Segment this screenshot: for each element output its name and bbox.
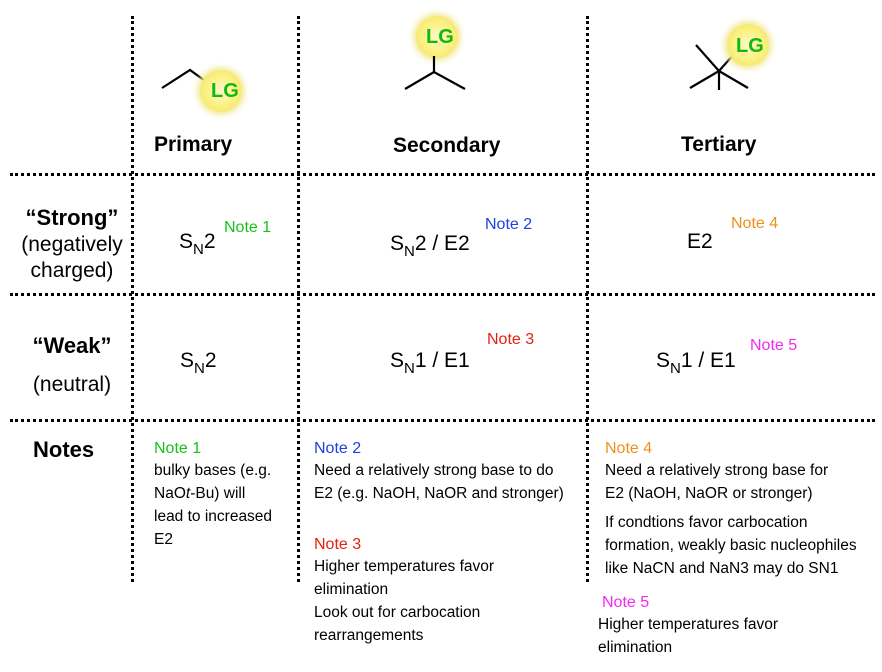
cell-weak-secondary-note: Note 3 [487, 331, 535, 348]
note4-line2: E2 (NaOH, NaOR or stronger) [605, 485, 813, 502]
note4-block: Note 4 Need a relatively strong base for… [605, 440, 880, 580]
primary-lg-highlight [200, 70, 242, 112]
row-label-weak-line2: (neutral) [32, 373, 112, 396]
note1-line4: E2 [154, 531, 173, 548]
grid-line-vertical-3 [586, 16, 589, 582]
note2-line1: Need a relatively strong base to do [314, 462, 554, 479]
note2-line2: E2 (e.g. NaOH, NaOR and stronger) [314, 485, 564, 502]
note3-line3: Look out for carbocation [314, 604, 481, 621]
note1-line2: NaOt-Bu) will [154, 485, 246, 502]
grid-line-vertical-2 [297, 16, 300, 582]
cell-weak-secondary: SN1 / E1 [390, 349, 470, 377]
note5-block: Note 5 Higher temperatures favor elimina… [598, 594, 873, 659]
note4-title: Note 4 [605, 440, 653, 457]
note3-line4: rearrangements [314, 627, 424, 644]
note2-title: Note 2 [314, 440, 362, 457]
column-header-tertiary: Tertiary [681, 133, 757, 156]
grid-line-horizontal-3 [10, 419, 875, 422]
note5-title: Note 5 [602, 594, 650, 611]
grid-line-horizontal-1 [10, 173, 875, 176]
row-label-weak: “Weak” (neutral) [14, 333, 130, 398]
tertiary-skeleton [689, 44, 749, 90]
column-header-primary: Primary [154, 133, 233, 156]
cell-weak-primary: SN2 [180, 349, 217, 377]
column-header-secondary: Secondary [393, 134, 501, 157]
note4-line1: Need a relatively strong base for [605, 462, 829, 479]
secondary-skeleton [404, 56, 466, 90]
cell-weak-tertiary: SN1 / E1 [656, 349, 736, 377]
cell-strong-primary-note: Note 1 [224, 219, 272, 236]
note1-title: Note 1 [154, 440, 202, 457]
grid-line-vertical-1 [131, 16, 134, 582]
row-label-strong-line2: (negatively [21, 233, 123, 256]
cell-strong-tertiary: E2 [687, 230, 713, 253]
secondary-lg-label: LG [426, 26, 454, 48]
primary-lg-label: LG [211, 80, 239, 102]
cell-strong-tertiary-note: Note 4 [731, 215, 779, 232]
row-label-strong-line3: charged) [30, 259, 114, 282]
note4-line4: formation, weakly basic nucleophiles [605, 537, 857, 554]
note3-title: Note 3 [314, 536, 362, 553]
note1-line1: bulky bases (e.g. [154, 462, 272, 479]
note5-line1: Higher temperatures favor [598, 616, 779, 633]
grid-line-horizontal-2 [10, 293, 875, 296]
note2-block: Note 2 Need a relatively strong base to … [314, 440, 584, 505]
note1-line3: lead to increased [154, 508, 273, 525]
tertiary-lg-highlight [727, 24, 769, 66]
secondary-lg-highlight [416, 16, 458, 58]
note4-line3: If condtions favor carbocation [605, 514, 808, 531]
note1-block: Note 1 bulky bases (e.g. NaOt-Bu) will l… [154, 440, 294, 551]
row-label-weak-title: “Weak” [32, 333, 112, 358]
note3-line2: elimination [314, 581, 389, 598]
row-label-strong-title: “Strong” [25, 205, 119, 230]
note5-line2: elimination [598, 639, 673, 656]
cell-strong-secondary-note: Note 2 [485, 216, 533, 233]
cell-strong-primary: SN2 [179, 230, 216, 258]
note3-block: Note 3 Higher temperatures favor elimina… [314, 536, 584, 647]
tertiary-lg-label: LG [736, 35, 764, 57]
cell-weak-tertiary-note: Note 5 [750, 337, 798, 354]
row-label-notes: Notes [33, 437, 95, 462]
note4-line5: like NaCN and NaN3 may do SN1 [605, 560, 839, 577]
note3-line1: Higher temperatures favor [314, 558, 495, 575]
cell-strong-secondary: SN2 / E2 [390, 232, 470, 260]
row-label-strong: “Strong” (negatively charged) [14, 205, 130, 284]
